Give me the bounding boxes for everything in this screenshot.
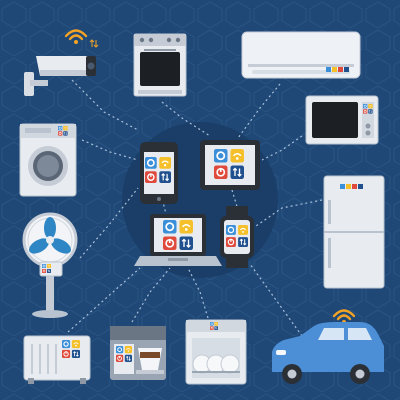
coffee-machine [110, 326, 166, 380]
connector-oven [161, 101, 211, 137]
tablet [200, 140, 260, 190]
connector-hub-tablet-watch [231, 189, 239, 211]
microwave [305, 95, 379, 145]
connector-air-conditioner [237, 83, 281, 139]
connector-hub-smartphone-laptop [159, 189, 167, 215]
electric-heater [23, 335, 91, 384]
dishwasher [185, 319, 247, 385]
oven [133, 33, 187, 97]
connector-coffee [131, 267, 171, 323]
security-camera [24, 29, 99, 96]
connector-washer [81, 139, 139, 161]
connector-camera [71, 79, 139, 131]
connector-fridge [255, 199, 323, 227]
smartwatch [220, 206, 254, 268]
washing-machine [19, 123, 77, 197]
connector-lines [67, 79, 323, 337]
air-conditioner [241, 31, 361, 79]
connector-heater [67, 267, 141, 333]
smartphone [140, 142, 178, 204]
electric-fan [22, 212, 78, 318]
laptop [134, 214, 222, 266]
refrigerator [323, 175, 385, 289]
car [272, 309, 384, 384]
connector-dishwasher [187, 267, 209, 319]
